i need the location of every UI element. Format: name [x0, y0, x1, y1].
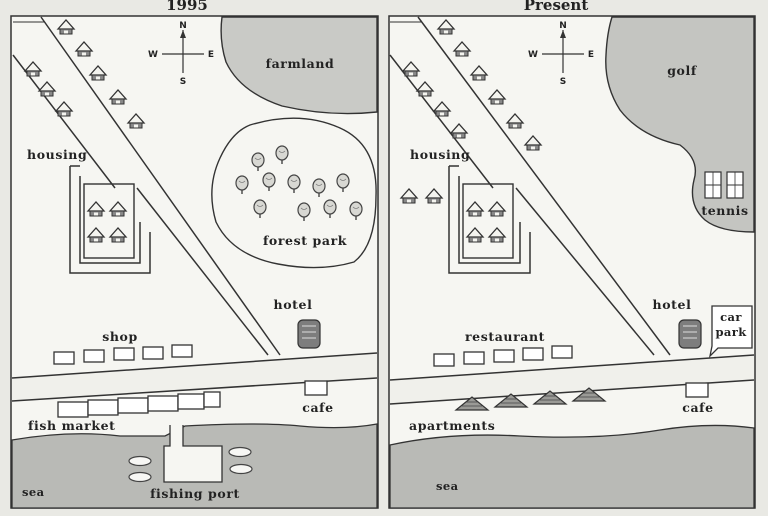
coastal-road-edge: [11, 352, 378, 379]
svg-text:W: W: [528, 50, 538, 60]
side-road: [448, 166, 531, 274]
cafe-label: cafe: [682, 400, 713, 415]
restaurant-building: [493, 349, 515, 363]
road-edge: [136, 187, 269, 356]
shop-building: [83, 349, 105, 363]
restaurant-building: [463, 351, 485, 365]
housing-label: housing: [27, 147, 87, 162]
sea-label: sea: [436, 479, 459, 493]
farmland-label: farmland: [266, 56, 335, 71]
shop-label: shop: [102, 329, 138, 344]
cafe-label: cafe: [302, 400, 333, 415]
fishing-port-pier: [163, 425, 223, 483]
map-present: Present golf tennis: [388, 0, 756, 509]
restaurant-label: restaurant: [465, 329, 545, 344]
boat-icon: [128, 455, 152, 467]
golf-label: golf: [667, 63, 698, 78]
map-title: Present: [524, 0, 589, 14]
car-park-label: car: [720, 310, 742, 324]
restaurant-building: [433, 353, 455, 367]
tennis-label: tennis: [701, 203, 748, 218]
compass-icon: N S W E: [528, 21, 594, 87]
svg-text:E: E: [208, 50, 214, 60]
shop-building: [53, 351, 75, 365]
housing-block: [462, 183, 514, 259]
sea-label: sea: [22, 485, 45, 499]
shop-building: [142, 346, 164, 360]
restaurant-building: [551, 345, 573, 359]
restaurant-building: [522, 347, 544, 361]
cafe-building: [304, 380, 328, 396]
side-road: [69, 166, 151, 274]
compass-icon: N S W E: [148, 21, 214, 87]
coastal-road-edge: [389, 354, 755, 381]
svg-text:S: S: [180, 77, 186, 87]
map-1995: 1995 farmland housing: [10, 0, 379, 509]
boat-icon: [228, 446, 252, 458]
boat-icon: [128, 471, 152, 483]
svg-text:S: S: [560, 77, 566, 87]
housing-block: [83, 183, 135, 259]
fish-market-building: [57, 391, 221, 418]
svg-text:W: W: [148, 50, 158, 60]
road-edge: [515, 187, 655, 356]
shop-building: [171, 344, 193, 358]
boat-icon: [229, 463, 253, 475]
sea-area: [389, 424, 755, 509]
hotel-icon: [297, 319, 321, 349]
fishing-port-label: fishing port: [150, 486, 240, 501]
hotel-label: hotel: [653, 297, 692, 312]
fish-market-label: fish market: [28, 418, 116, 433]
svg-text:N: N: [179, 21, 187, 31]
road-edge: [389, 54, 494, 189]
svg-text:E: E: [588, 50, 594, 60]
car-park-area: [708, 305, 753, 358]
farmland-area: [220, 16, 378, 115]
road-edge: [417, 16, 671, 356]
road-edge: [40, 16, 281, 356]
car-park-label: park: [715, 325, 747, 339]
shop-building: [113, 347, 135, 361]
apartments-label: apartments: [409, 418, 495, 433]
hotel-label: hotel: [274, 297, 313, 312]
svg-text:N: N: [559, 21, 567, 31]
road-edge: [12, 54, 116, 189]
tennis-court-icon: [704, 171, 744, 199]
map-title: 1995: [166, 0, 208, 14]
forest-park-label: forest park: [263, 233, 347, 248]
housing-label: housing: [410, 147, 470, 162]
cafe-building: [685, 382, 709, 398]
hotel-icon: [678, 319, 702, 349]
